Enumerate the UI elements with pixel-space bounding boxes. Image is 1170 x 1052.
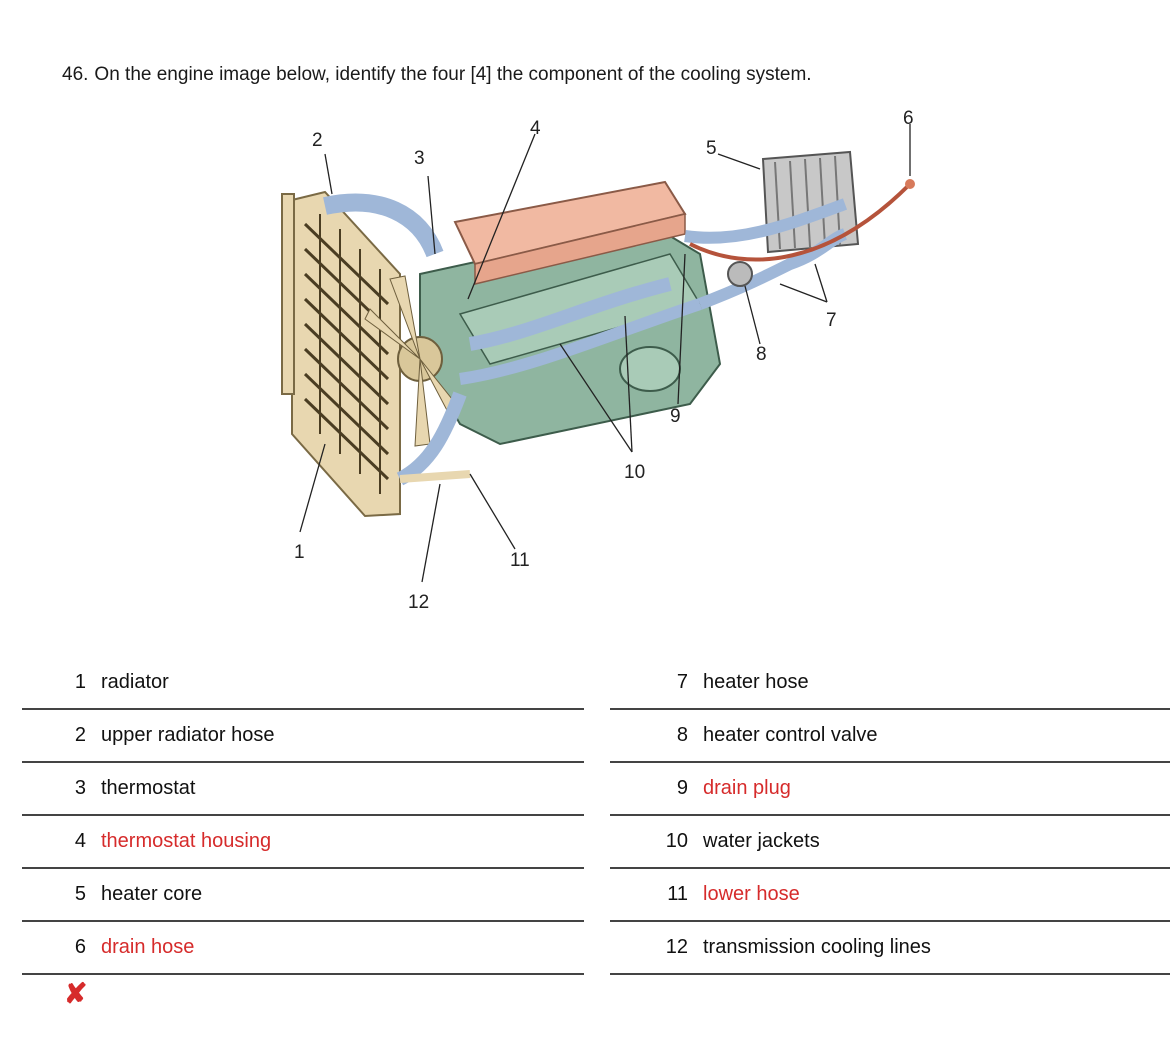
answer-text: heater control valve (703, 724, 878, 746)
answer-list-left: 1 radiator 2 upper radiator hose 3 therm… (22, 657, 584, 975)
incorrect-mark-icon: ✘ (64, 978, 88, 1009)
answer-number: 7 (676, 671, 688, 693)
figure-label-8: 8 (756, 344, 767, 365)
answer-number: 2 (74, 724, 86, 746)
answer-row: 7 heater hose (610, 657, 1170, 710)
answer-number: 10 (665, 830, 688, 852)
answer-row: 12 transmission cooling lines (610, 922, 1170, 975)
answer-text: upper radiator hose (101, 724, 275, 746)
answer-number: 9 (676, 777, 688, 799)
figure-label-3: 3 (414, 148, 425, 169)
answer-text: transmission cooling lines (703, 936, 931, 958)
answer-row: 6 drain hose (22, 922, 584, 975)
answer-row: 8 heater control valve (610, 710, 1170, 763)
figure-label-2: 2 (312, 130, 323, 151)
answer-number: 6 (74, 936, 86, 958)
answer-number: 8 (676, 724, 688, 746)
answer-row: 1 radiator (22, 657, 584, 710)
answer-number: 4 (74, 830, 86, 852)
answer-text: drain plug (703, 777, 791, 799)
answer-text: thermostat (101, 777, 196, 799)
answer-text: drain hose (101, 936, 195, 958)
question-prompt: On the engine image below, identify the … (94, 64, 812, 85)
answer-number: 12 (665, 936, 688, 958)
answer-row: 5 heater core (22, 869, 584, 922)
answer-row: 10 water jackets (610, 816, 1170, 869)
figure-label-7: 7 (826, 310, 837, 331)
engine-block-illustration (364, 180, 722, 486)
answer-number: 11 (667, 883, 688, 905)
answer-row: 2 upper radiator hose (22, 710, 584, 763)
figure-label-1: 1 (294, 542, 305, 563)
answer-row: 9 drain plug (610, 763, 1170, 816)
question-number: 46. (62, 64, 89, 85)
answer-text: heater hose (703, 671, 809, 693)
figure-label-12: 12 (408, 592, 429, 612)
answer-number: 1 (74, 671, 86, 693)
answer-text: radiator (101, 671, 169, 693)
figure-label-11: 11 (510, 550, 530, 571)
answer-row: 11 lower hose (610, 869, 1170, 922)
answer-number: 3 (74, 777, 86, 799)
figure-label-6: 6 (903, 108, 914, 129)
answer-text: heater core (101, 883, 203, 905)
figure-label-10: 10 (624, 462, 645, 483)
answer-text: lower hose (703, 883, 800, 905)
answer-number: 5 (74, 883, 86, 905)
answer-text: water jackets (703, 830, 820, 852)
answer-list-right: 7 heater hose 8 heater control valve 9 d… (610, 657, 1170, 975)
answer-text: thermostat housing (101, 830, 272, 852)
answer-row: 3 thermostat (22, 763, 584, 816)
question-text: 46.On the engine image below, identify t… (62, 64, 812, 86)
answer-row: 4 thermostat housing (22, 816, 584, 869)
figure-label-4: 4 (530, 118, 541, 139)
figure-label-5: 5 (706, 138, 717, 159)
engine-cooling-diagram: 1 2 3 4 5 6 7 8 9 10 11 12 (270, 104, 920, 612)
radiator-illustration (281, 190, 401, 518)
figure-label-9: 9 (670, 406, 681, 427)
